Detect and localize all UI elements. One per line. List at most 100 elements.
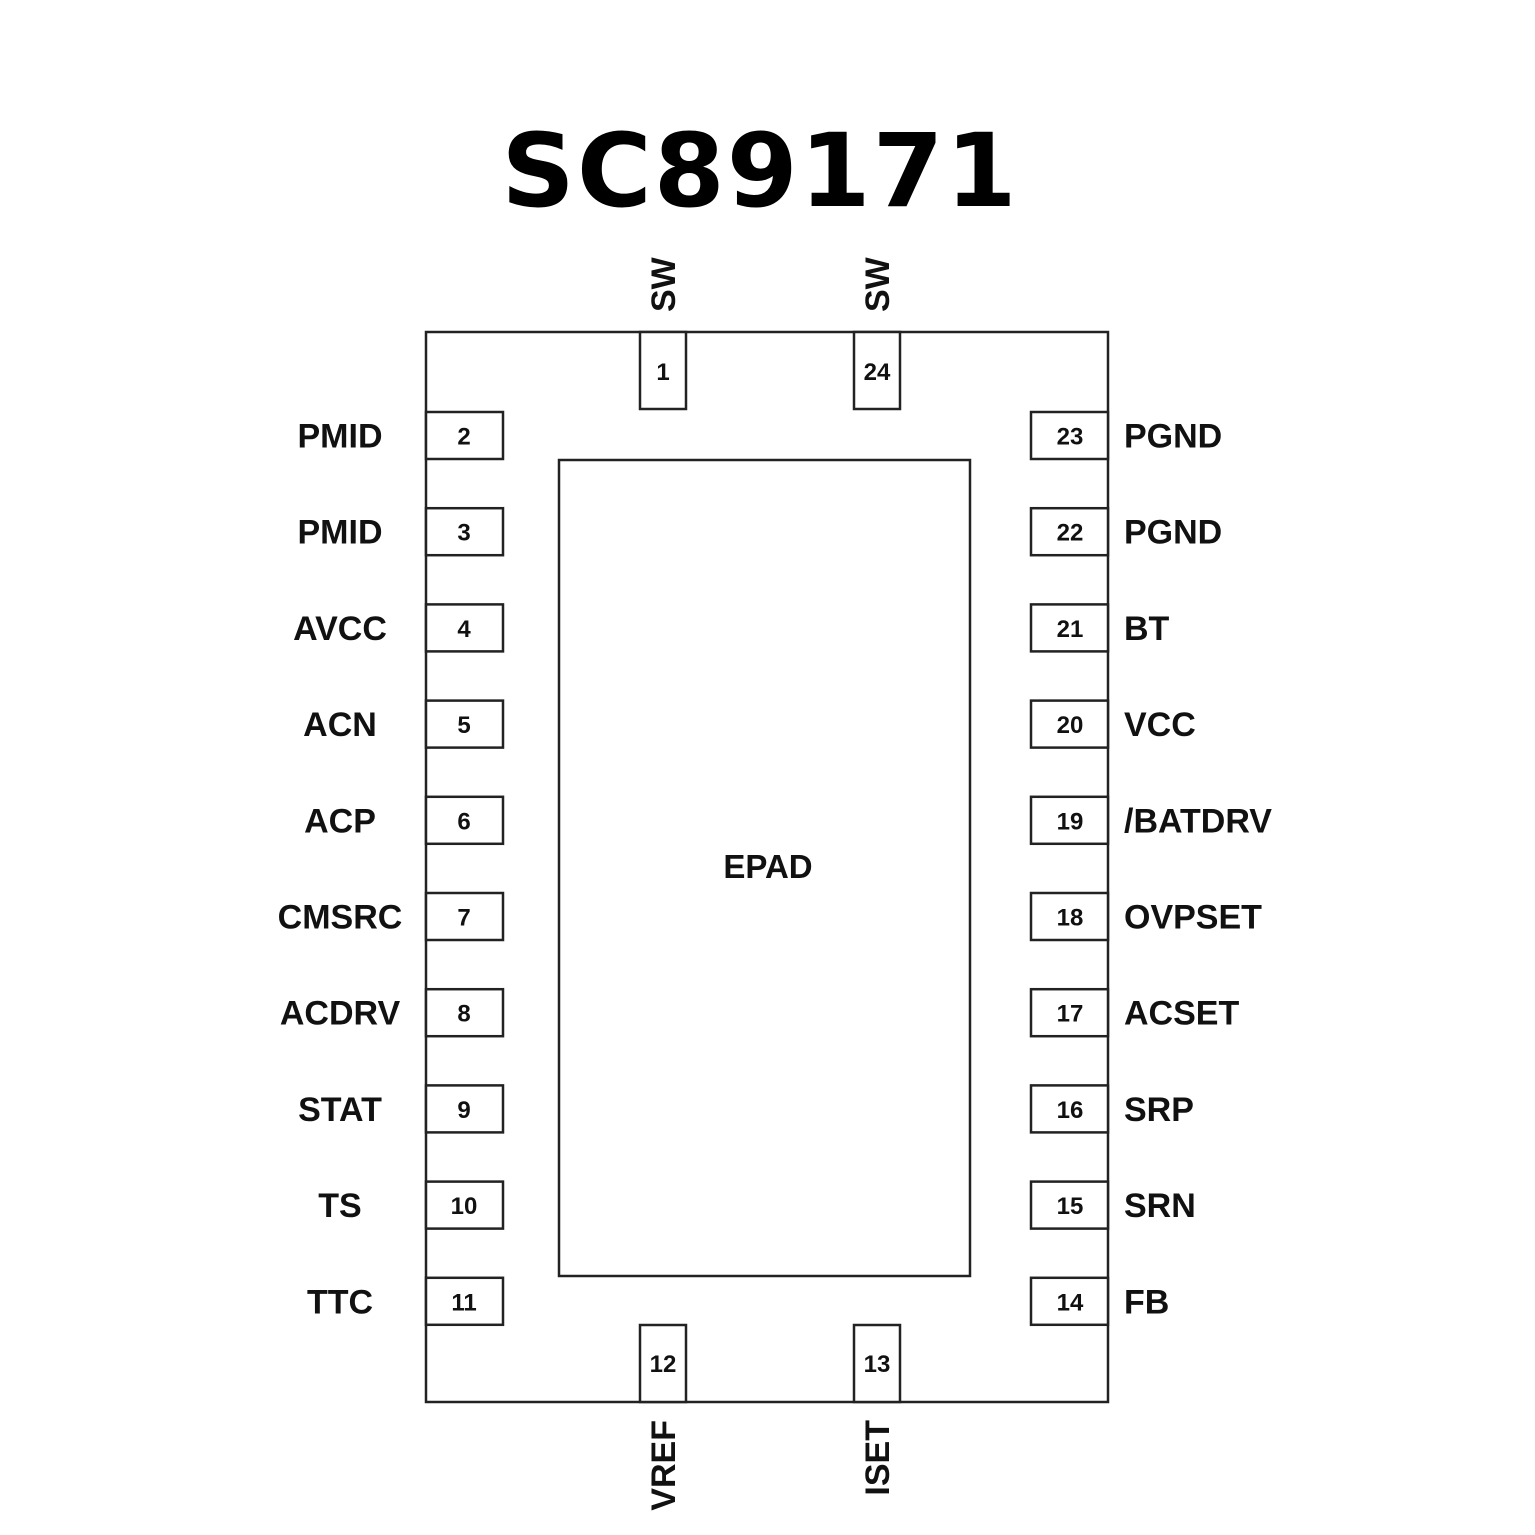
pin-18: 18 OVPSET bbox=[1029, 891, 1262, 942]
pin-number: 18 bbox=[1057, 905, 1084, 932]
pin-pad bbox=[1029, 699, 1110, 749]
pin-pad bbox=[424, 410, 505, 461]
pin-name-cmsrc: CMSRC bbox=[278, 899, 403, 937]
pin-8: 8 ACDRV bbox=[280, 987, 505, 1038]
pin-number: 11 bbox=[451, 1289, 476, 1316]
pin-name-stat: STAT bbox=[298, 1091, 382, 1129]
pin-name-sw: SW bbox=[859, 256, 897, 312]
pin-pad bbox=[424, 795, 505, 846]
pin-1: 1 SW bbox=[638, 256, 688, 411]
pin-pad bbox=[852, 1323, 902, 1404]
pin-17: 17 ACSET bbox=[1029, 987, 1239, 1038]
epad-label: EPAD bbox=[723, 848, 812, 885]
pin-number: 10 bbox=[451, 1193, 478, 1220]
pin-2: 2 PMID bbox=[298, 410, 505, 461]
pin-pad bbox=[1029, 1180, 1110, 1230]
pin-name-ttc: TTC bbox=[307, 1283, 373, 1321]
pin-number: 21 bbox=[1057, 616, 1084, 643]
pin-11: 11 TTC bbox=[307, 1276, 505, 1327]
pin-pad bbox=[1029, 795, 1110, 846]
pin-pad bbox=[1029, 506, 1110, 557]
pin-pad bbox=[1029, 1276, 1110, 1327]
pin-number: 4 bbox=[457, 616, 471, 643]
pin-pad bbox=[1029, 410, 1110, 461]
pin-name-srn: SRN bbox=[1124, 1187, 1196, 1225]
pin-name-acdrv: ACDRV bbox=[280, 995, 401, 1033]
pin-name-vref: VREF bbox=[645, 1420, 683, 1511]
pin-9: 9 STAT bbox=[298, 1084, 505, 1134]
exposed-pad bbox=[557, 458, 972, 1278]
pin-name-ovpset: OVPSET bbox=[1124, 899, 1262, 937]
pin-pad bbox=[424, 891, 505, 942]
pin-name-pgnd: PGND bbox=[1124, 514, 1222, 552]
pin-pad bbox=[424, 699, 505, 749]
pin-number: 12 bbox=[650, 1351, 677, 1378]
pin-name-avcc: AVCC bbox=[293, 610, 387, 648]
pin-pad bbox=[424, 1084, 505, 1134]
pin-name-srp: SRP bbox=[1124, 1091, 1194, 1129]
pin-name-fb: FB bbox=[1124, 1283, 1169, 1321]
pin-7: 7 CMSRC bbox=[278, 891, 505, 942]
pin-name-acp: ACP bbox=[304, 802, 376, 840]
pin-number: 16 bbox=[1057, 1097, 1084, 1124]
pin-number: 15 bbox=[1057, 1193, 1084, 1220]
pin-pad bbox=[1029, 603, 1110, 653]
pin-name-pgnd: PGND bbox=[1124, 418, 1222, 456]
pins-layer: 2PMID3PMID4AVCC5ACN6ACP7CMSRC8ACDRV9STAT… bbox=[278, 256, 1273, 1510]
pin-4: 4 AVCC bbox=[293, 603, 505, 653]
pin-number: 23 bbox=[1057, 424, 1084, 451]
pin-19: 19/BATDRV bbox=[1029, 795, 1272, 846]
pin-22: 22 PGND bbox=[1029, 506, 1222, 557]
pin-number: 17 bbox=[1057, 1001, 1084, 1028]
pin-pad bbox=[638, 330, 688, 411]
pin-21: 21 BT bbox=[1029, 603, 1170, 653]
pin-number: 7 bbox=[457, 905, 470, 932]
pin-20: 20 VCC bbox=[1029, 699, 1196, 749]
pin-name-iset: ISET bbox=[859, 1420, 897, 1496]
pin-10: 10 TS bbox=[318, 1180, 505, 1230]
pin-number: 13 bbox=[864, 1351, 891, 1378]
pin-3: 3 PMID bbox=[298, 506, 505, 557]
pin-number: 3 bbox=[457, 520, 470, 547]
pin-name-sw: SW bbox=[645, 256, 683, 312]
pin-24: 24 SW bbox=[852, 256, 902, 411]
pin-number: 14 bbox=[1057, 1289, 1084, 1316]
pin-name-pmid: PMID bbox=[298, 514, 383, 552]
pin-pad bbox=[424, 1180, 505, 1230]
pin-number: 20 bbox=[1057, 712, 1084, 739]
pin-23: 23 PGND bbox=[1029, 410, 1222, 461]
pin-pad bbox=[424, 987, 505, 1038]
pin-name-acn: ACN bbox=[303, 706, 377, 744]
pin-pad bbox=[852, 330, 902, 411]
pin-number: 2 bbox=[457, 424, 470, 451]
pin-pad bbox=[638, 1323, 688, 1404]
pin-pad bbox=[424, 506, 505, 557]
pin-number: 9 bbox=[457, 1097, 470, 1124]
pin-number: 24 bbox=[864, 359, 891, 386]
pin-name-vcc: VCC bbox=[1124, 706, 1196, 744]
pin-pad bbox=[1029, 891, 1110, 942]
pin-name-batdrv: /BATDRV bbox=[1124, 802, 1272, 840]
pin-pad bbox=[424, 603, 505, 653]
pin-number: 1 bbox=[656, 359, 669, 386]
pin-name-pmid: PMID bbox=[298, 418, 383, 456]
pin-name-acset: ACSET bbox=[1124, 995, 1239, 1033]
pin-number: 5 bbox=[457, 712, 470, 739]
pin-number: 8 bbox=[457, 1001, 470, 1028]
pin-5: 5 ACN bbox=[303, 699, 505, 749]
pin-number: 22 bbox=[1057, 520, 1084, 547]
pin-pad bbox=[1029, 987, 1110, 1038]
pin-16: 16 SRP bbox=[1029, 1084, 1194, 1134]
pin-pad bbox=[424, 1276, 505, 1327]
pin-pad bbox=[1029, 1084, 1110, 1134]
pin-14: 14 FB bbox=[1029, 1276, 1169, 1327]
pin-name-bt: BT bbox=[1124, 610, 1170, 648]
pin-name-ts: TS bbox=[318, 1187, 361, 1225]
chip-title: SC89171 bbox=[501, 112, 1019, 231]
pin-15: 15 SRN bbox=[1029, 1180, 1196, 1230]
pin-number: 19 bbox=[1057, 808, 1084, 835]
